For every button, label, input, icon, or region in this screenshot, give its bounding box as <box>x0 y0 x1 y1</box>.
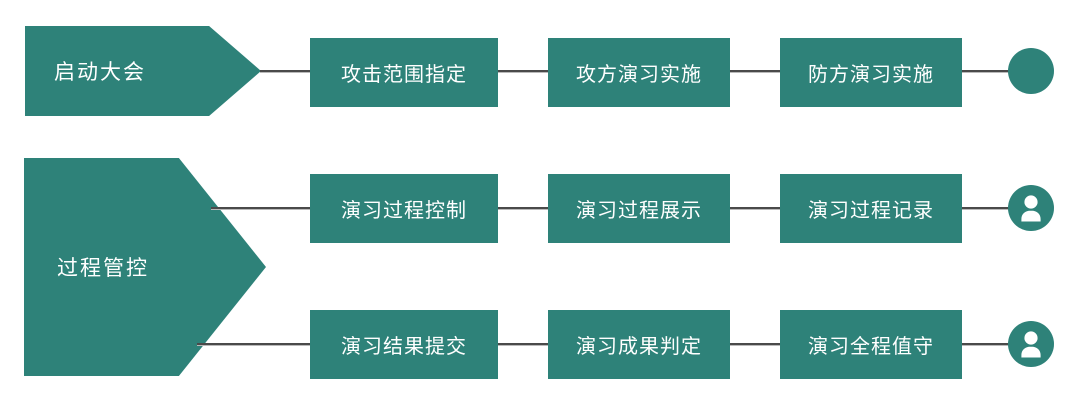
connector-stage2-to-step-2-1 <box>211 207 312 210</box>
step-label: 演习过程控制 <box>341 200 467 222</box>
step-box-3-3[interactable]: 演习全程值守 <box>780 310 962 379</box>
stage-arrow-label: 启动大会 <box>54 61 146 84</box>
connector-step-1-2-to-step-1-3 <box>729 70 781 73</box>
step-label: 攻方演习实施 <box>576 64 702 86</box>
step-box-2-1[interactable]: 演习过程控制 <box>310 174 498 243</box>
connector-step-1-3-to-endpoint-1 <box>961 70 1013 73</box>
person-icon <box>1021 331 1041 358</box>
connector-step-3-3-to-endpoint-3 <box>961 343 1013 346</box>
connector-step-2-3-to-endpoint-2 <box>961 207 1013 210</box>
person-icon <box>1021 195 1041 222</box>
arrow-shape <box>25 26 261 116</box>
connector-step-1-1-to-step-1-2 <box>497 70 549 73</box>
step-label: 演习成果判定 <box>576 336 702 358</box>
step-box-2-2[interactable]: 演习过程展示 <box>548 174 730 243</box>
step-box-1-1[interactable]: 攻击范围指定 <box>310 38 498 107</box>
connector-step-2-1-to-step-2-2 <box>497 207 549 210</box>
step-box-3-1[interactable]: 演习结果提交 <box>310 310 498 379</box>
endpoint-circle-3[interactable] <box>1008 321 1054 367</box>
connector-stage2-to-step-3-1 <box>197 343 312 346</box>
stage-arrow-guocheng-guankong[interactable]: 过程管控 <box>24 158 266 376</box>
step-label: 演习结果提交 <box>341 336 467 358</box>
step-box-1-3[interactable]: 防方演习实施 <box>780 38 962 107</box>
stage-arrow-qidong-dahui[interactable]: 启动大会 <box>25 26 261 116</box>
endpoint-circle-2[interactable] <box>1008 185 1054 231</box>
connector-step-3-1-to-step-3-2 <box>497 343 549 346</box>
stage-arrow-label: 过程管控 <box>57 257 149 280</box>
step-label: 防方演习实施 <box>808 64 934 86</box>
connector-step-3-2-to-step-3-3 <box>729 343 781 346</box>
step-box-1-2[interactable]: 攻方演习实施 <box>548 38 730 107</box>
step-box-3-2[interactable]: 演习成果判定 <box>548 310 730 379</box>
step-label: 演习全程值守 <box>808 336 934 358</box>
connector-step-2-2-to-step-2-3 <box>729 207 781 210</box>
step-label: 演习过程展示 <box>576 200 702 222</box>
step-label: 演习过程记录 <box>808 200 934 222</box>
step-label: 攻击范围指定 <box>341 64 467 86</box>
step-box-2-3[interactable]: 演习过程记录 <box>780 174 962 243</box>
endpoint-circle-1[interactable] <box>1008 48 1054 94</box>
connector-stage1-to-step-1-1 <box>260 70 312 73</box>
